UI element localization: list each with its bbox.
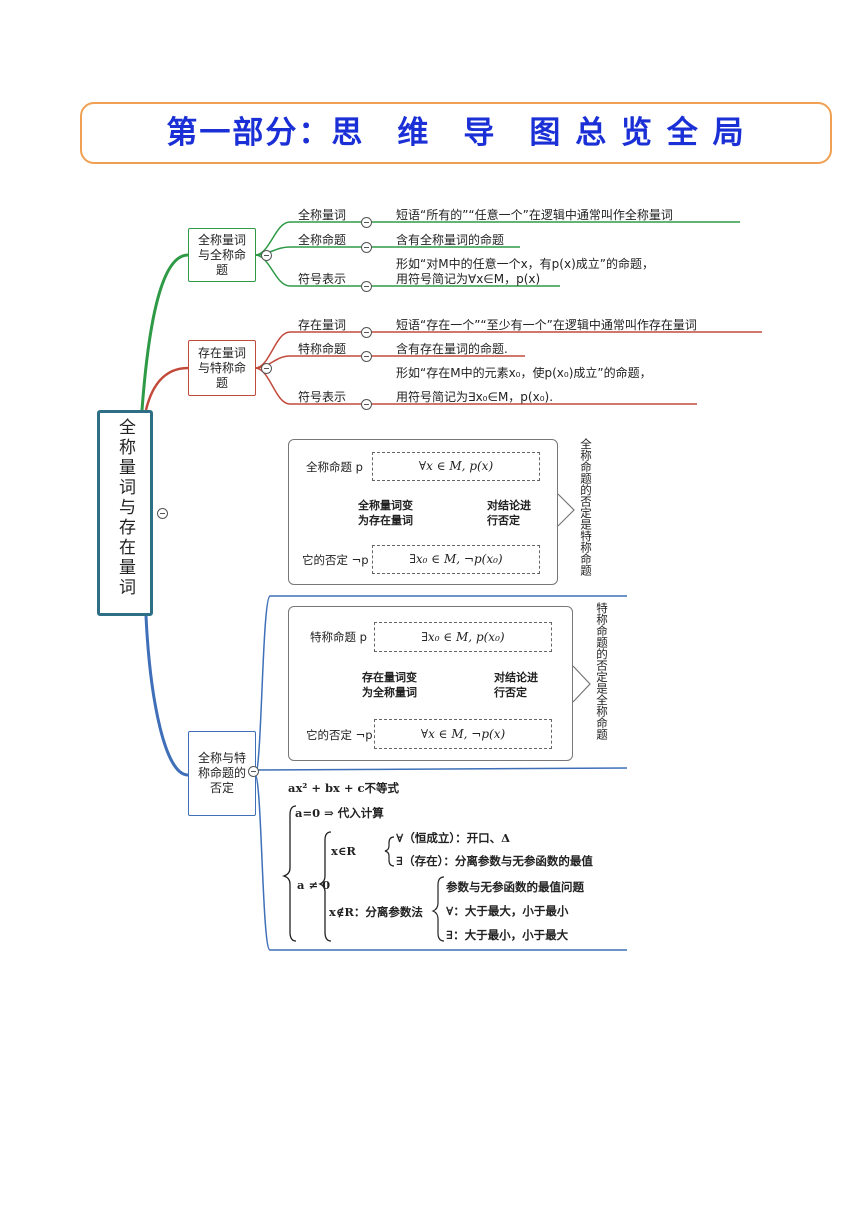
panel2-right-note: 对结论进行否定: [494, 671, 538, 699]
panel2-top-label: 特称命题 p: [310, 630, 367, 644]
separation-line-2: ∀：大于最大，小于最小: [446, 904, 569, 918]
panel1-top-label: 全称命题 p: [306, 460, 363, 474]
existential-proposition-collapse-icon[interactable]: [361, 351, 372, 362]
existential-symbol-collapse-icon[interactable]: [361, 399, 372, 410]
branch-existential[interactable]: 存在量词与特称命题: [188, 340, 256, 396]
panel2-top-formula: ∃x₀ ∈ M, p(x₀): [374, 622, 552, 652]
existential-quantifier-label: 存在量词: [298, 318, 347, 332]
existential-symbol-desc-2: 用符号简记为∃x₀∈M，p(x₀).: [396, 390, 554, 404]
branch-negation[interactable]: 全称与特称命题的否定: [188, 731, 256, 816]
negation-panel-universal: [288, 439, 558, 585]
universal-quantifier-collapse-icon[interactable]: [361, 217, 372, 228]
panel1-bottom-label: 它的否定 ¬p: [302, 553, 369, 567]
case-a-zero: a=0 ⇒ 代入计算: [295, 806, 384, 820]
branch-universal-collapse-icon[interactable]: [261, 250, 272, 261]
universal-proposition-desc: 含有全称量词的命题: [396, 233, 505, 247]
root-node[interactable]: [97, 410, 153, 616]
panel1-left-note: 全称量词变为存在量词: [358, 499, 413, 527]
inequality-title: ax² + bx + c不等式: [288, 781, 400, 795]
root-collapse-icon[interactable]: [157, 508, 168, 519]
panel2-bottom-formula: ∀x ∈ M, ¬p(x): [374, 719, 552, 749]
panel1-right-note: 对结论进行否定: [487, 499, 531, 527]
separation-line-1: 参数与无参函数的最值问题: [446, 880, 584, 894]
branch-negation-label: 全称与特称命题的否定: [197, 751, 246, 795]
panel2-side-text: 特称命题的否定是全称命题: [595, 602, 609, 740]
exists-line: ∃（存在）：分离参数与无参函数的最值: [396, 854, 593, 868]
root-label: 全称量词与存在量词: [115, 418, 135, 598]
existential-symbol-label: 符号表示: [298, 390, 347, 404]
forall-line: ∀（恒成立）：开口、Δ: [396, 831, 511, 845]
existential-quantifier-collapse-icon[interactable]: [361, 327, 372, 338]
universal-proposition-collapse-icon[interactable]: [361, 242, 372, 253]
existential-symbol-desc-1: 形如“存在M中的元素x₀，使p(x₀)成立”的命题，: [396, 366, 652, 380]
universal-symbol-desc-2: 用符号简记为∀x∈M，p(x): [396, 272, 541, 286]
case-x-in-r: x∈R: [331, 844, 356, 858]
panel2-left-note: 存在量词变为全称量词: [362, 671, 417, 699]
page-title: 第一部分：思 维 导 图 总 览 全 局: [166, 115, 746, 151]
universal-quantifier-desc: 短语“所有的”“任意一个”在逻辑中通常叫作全称量词: [396, 208, 673, 222]
branch-existential-collapse-icon[interactable]: [261, 363, 272, 374]
case-a-nonzero: a ≠ 0: [297, 878, 331, 892]
panel1-side-text: 全称命题的否定是特称命题: [579, 438, 593, 576]
branch-universal-label: 全称量词与全称命题: [197, 232, 246, 277]
branch-negation-collapse-icon[interactable]: [248, 766, 259, 777]
panel2-bottom-label: 它的否定 ¬p: [306, 728, 373, 742]
existential-quantifier-desc: 短语“存在一个”“至少有一个”在逻辑中通常叫作存在量词: [396, 318, 697, 332]
universal-quantifier-label: 全称量词: [298, 208, 347, 222]
case-x-not-in-r: x∉R：分离参数法: [329, 905, 423, 919]
universal-proposition-label: 全称命题: [298, 233, 347, 247]
existential-proposition-label: 特称命题: [298, 342, 347, 356]
universal-symbol-collapse-icon[interactable]: [361, 281, 372, 292]
existential-proposition-desc: 含有存在量词的命题.: [396, 342, 508, 356]
title-frame: [80, 102, 832, 164]
universal-symbol-label: 符号表示: [298, 272, 347, 286]
separation-line-3: ∃：大于最小，小于最大: [446, 928, 569, 942]
branch-universal[interactable]: 全称量词与全称命题: [188, 228, 256, 282]
panel1-bottom-formula: ∃x₀ ∈ M, ¬p(x₀): [372, 545, 540, 574]
negation-panel-existential: [288, 606, 573, 761]
universal-symbol-desc-1: 形如“对M中的任意一个x，有p(x)成立”的命题，: [396, 257, 654, 271]
branch-existential-label: 存在量词与特称命题: [197, 345, 246, 390]
panel1-top-formula: ∀x ∈ M, p(x): [372, 452, 540, 481]
